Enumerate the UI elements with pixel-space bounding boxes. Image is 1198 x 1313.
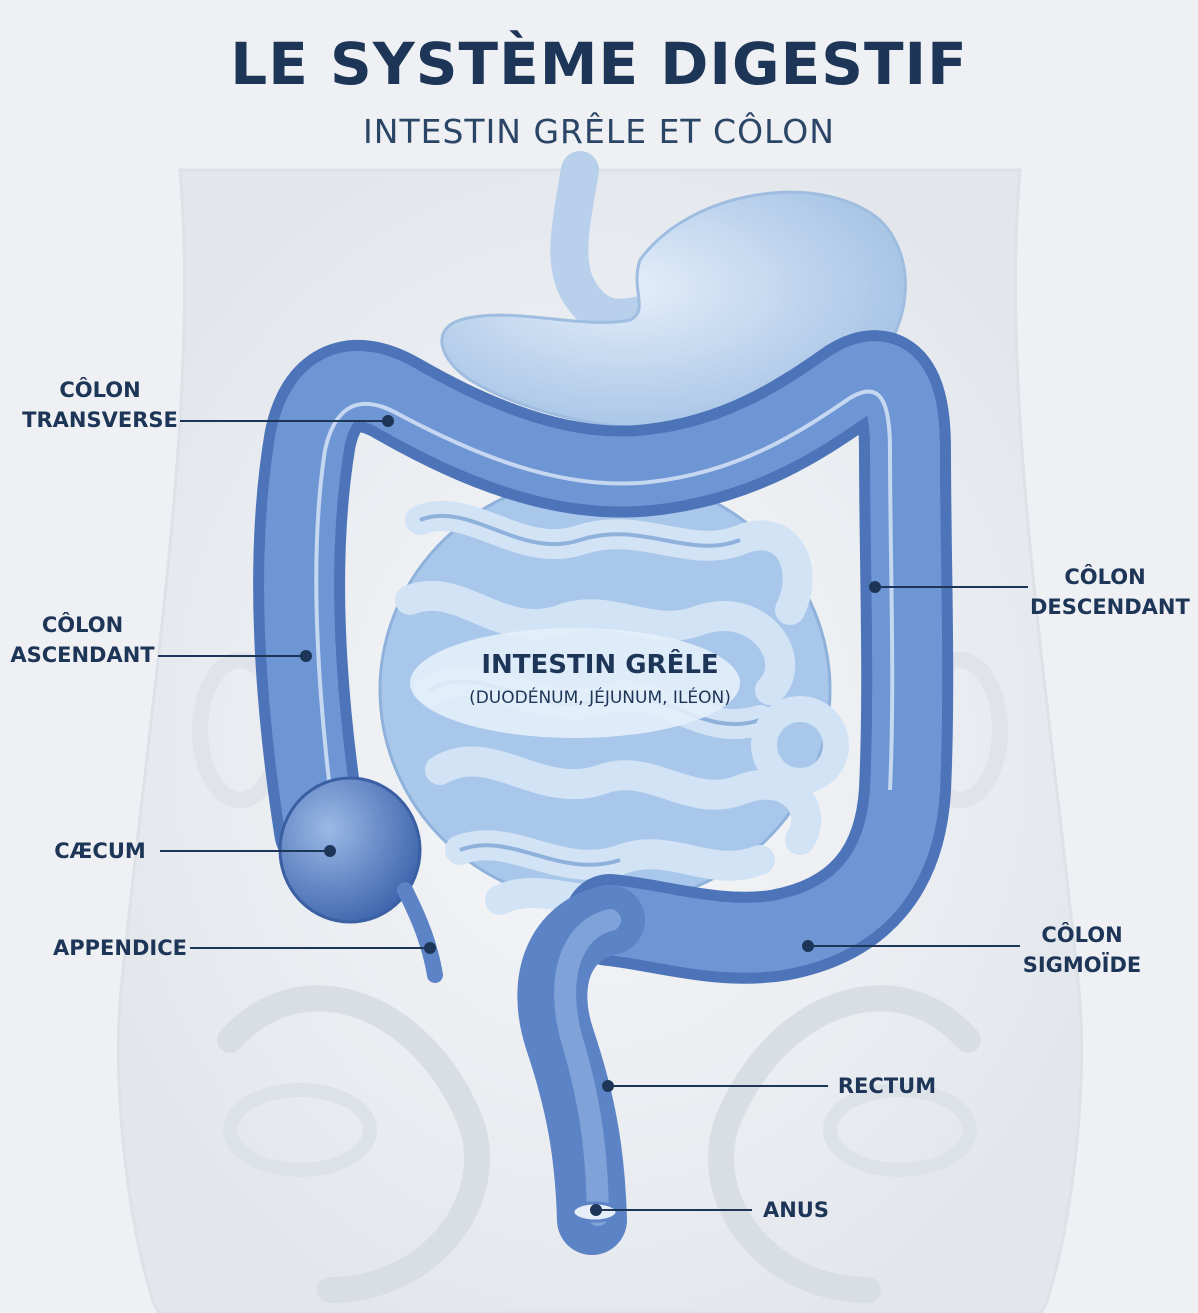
label-colon-descendant: CÔLON DESCENDANT	[1030, 562, 1190, 622]
leader-lines	[158, 415, 1028, 1216]
label-appendice: APPENDICE	[53, 936, 187, 960]
small-intestine-sublabel: (DUODÉNUM, JÉJUNUM, ILÉON)	[469, 688, 731, 708]
label-colon-transverse-line1: CÔLON	[59, 378, 141, 402]
label-colon-ascendant-line1: CÔLON	[41, 613, 124, 637]
label-anus: ANUS	[762, 1198, 829, 1222]
label-colon-ascendant-line2: ASCENDANT	[10, 643, 155, 667]
page-title: LE SYSTÈME DIGESTIF	[230, 30, 968, 98]
label-colon-ascendant: CÔLON ASCENDANT	[10, 610, 155, 670]
large-intestine	[253, 330, 954, 1255]
label-colon-sigmoide-line2: SIGMOÏDE	[1022, 953, 1142, 977]
esophagus	[550, 151, 659, 337]
label-colon-sigmoide-line1: CÔLON	[1041, 923, 1123, 947]
label-colon-sigmoide: CÔLON SIGMOÏDE	[1022, 920, 1142, 980]
label-colon-transverse-line2: TRANSVERSE	[22, 408, 178, 432]
page-subtitle: INTESTIN GRÊLE ET CÔLON	[363, 112, 835, 151]
small-intestine-label: INTESTIN GRÊLE	[481, 650, 719, 680]
label-rectum: RECTUM	[837, 1074, 937, 1098]
label-colon-descendant-line1: CÔLON	[1064, 565, 1146, 589]
label-colon-transverse: CÔLON TRANSVERSE	[20, 375, 180, 435]
label-colon-descendant-line2: DESCENDANT	[1030, 595, 1190, 619]
label-caecum: CÆCUM	[54, 839, 146, 863]
